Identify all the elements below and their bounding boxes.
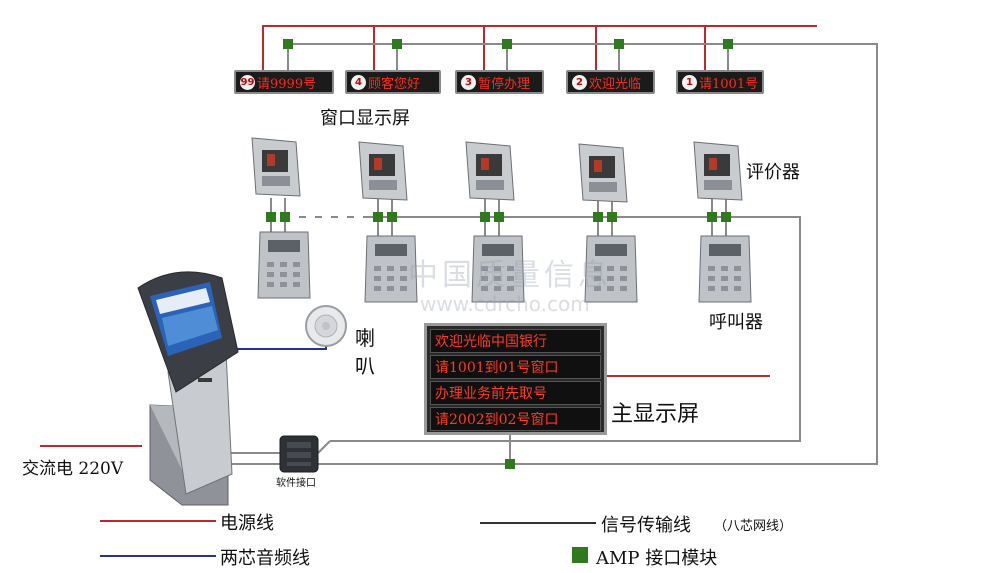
amp-module: [283, 39, 293, 49]
legend-amp-label: AMP 接口模块: [596, 548, 718, 569]
software-port-label: 软件接口: [276, 478, 316, 489]
window-screen: 1 请1001号: [676, 70, 764, 94]
window-number: 99: [240, 74, 255, 90]
window-screen: 4 顾客您好: [345, 70, 441, 94]
evaluator-device: [578, 143, 628, 203]
legend-power-label: 电源线: [220, 513, 274, 534]
signal-line-top-bus: [230, 43, 878, 465]
speaker-icon: [305, 305, 347, 347]
window-text: 顾客您好: [368, 76, 421, 92]
signal-line-port-bus: [317, 440, 331, 454]
power-lines: [40, 25, 817, 447]
legend-signal-note: （八芯网线）: [714, 519, 793, 534]
main-screen-row: 请1001到01号窗口: [430, 355, 601, 379]
window-number: 3: [461, 74, 476, 90]
main-screen-row: 欢迎光临中国银行: [430, 329, 601, 353]
ticket-kiosk: [137, 271, 239, 506]
amp-module: [593, 212, 603, 222]
evaluator-device: [251, 137, 301, 197]
power-line-top: [262, 25, 817, 70]
window-text: 欢迎光临: [589, 76, 642, 92]
amp-module: [392, 39, 402, 49]
window-screen: 99 请9999号: [234, 70, 334, 94]
amp-module: [280, 212, 290, 222]
window-number: 4: [351, 74, 366, 90]
amp-module: [373, 212, 383, 222]
amp-module: [494, 212, 504, 222]
main-screen-row: 办理业务前先取号: [430, 381, 601, 405]
ac-power-label: 交流电 220V: [22, 459, 124, 479]
amp-module: [387, 212, 397, 222]
amp-module: [723, 39, 733, 49]
main-screen-row: 请2002到02号窗口: [430, 407, 601, 431]
amp-module: [707, 212, 717, 222]
window-screen: 2 欢迎光临: [566, 70, 655, 94]
caller-device: [471, 235, 525, 303]
window-display-label: 窗口显示屏: [320, 108, 410, 129]
evaluator-devices: [251, 137, 743, 203]
window-text: 请1001号: [699, 76, 759, 92]
watermark-url: www.cdrcho.com: [420, 292, 590, 316]
window-number: 1: [682, 74, 697, 90]
caller-device: [257, 231, 311, 299]
amp-module: [614, 39, 624, 49]
evaluator-device: [465, 141, 515, 201]
window-text: 请9999号: [257, 76, 317, 92]
window-screen: 3 暂停办理: [455, 70, 544, 94]
watermark-cn: 中国质量信息: [408, 258, 612, 293]
evaluator-device: [693, 141, 743, 201]
amp-modules: [266, 39, 733, 469]
amp-module: [480, 212, 490, 222]
amp-module: [266, 212, 276, 222]
main-display-label: 主显示屏: [611, 402, 700, 427]
audio-line: [236, 343, 327, 350]
caller-devices: [257, 231, 752, 303]
evaluator-device: [358, 141, 408, 201]
speaker-label: 喇 叭: [355, 326, 375, 378]
main-display-screen: 欢迎光临中国银行 请1001到01号窗口 办理业务前先取号 请2002到02号窗…: [424, 323, 607, 435]
evaluator-label: 评价器: [746, 162, 800, 183]
legend-signal-label: 信号传输线: [601, 515, 691, 536]
legend-audio-label: 两芯音频线: [220, 548, 310, 569]
amp-module: [607, 212, 617, 222]
window-number: 2: [572, 74, 587, 90]
signal-line-device-bus: [290, 216, 801, 442]
caller-device: [698, 235, 752, 303]
amp-module: [721, 212, 731, 222]
caller-device: [584, 235, 638, 303]
caller-device: [364, 235, 418, 303]
legend-amp-swatch: [572, 547, 588, 563]
amp-module: [502, 39, 512, 49]
software-port: [279, 435, 319, 473]
window-text: 暂停办理: [478, 76, 531, 92]
amp-module: [505, 459, 515, 469]
caller-label: 呼叫器: [709, 312, 763, 333]
